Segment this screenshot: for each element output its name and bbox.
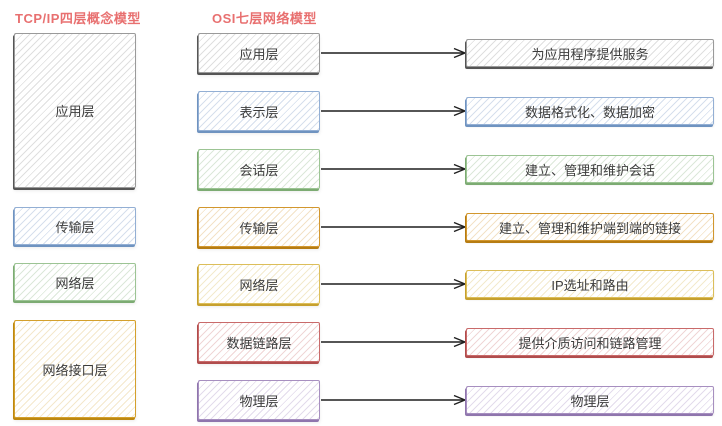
osi-application-desc: 为应用程序提供服务 xyxy=(531,46,649,62)
osi-transport-desc: 建立、管理和维护端到端的链接 xyxy=(498,220,681,236)
osi-physical-label: 物理层 xyxy=(239,393,279,409)
tcpip-application-label: 应用层 xyxy=(55,104,95,119)
osi-presentation-desc: 数据格式化、数据加密 xyxy=(524,104,655,120)
osi-network-box: 网络层 xyxy=(198,264,320,304)
osi-datalink-desc-box: 提供介质访问和链路管理 xyxy=(466,328,714,356)
arrow-session xyxy=(321,163,466,175)
osi-datalink-box: 数据链路层 xyxy=(198,322,320,362)
osi-presentation-label: 表示层 xyxy=(239,104,279,120)
arrow-presentation xyxy=(321,105,466,117)
osi-model-title: OSI七层网络模型 xyxy=(212,11,317,26)
tcpip-application-box: 应用层 xyxy=(14,33,136,188)
tcpip-network-interface-label: 网络接口层 xyxy=(42,362,108,378)
osi-network-label: 网络层 xyxy=(239,277,279,293)
osi-physical-desc-box: 物理层 xyxy=(466,386,714,414)
osi-presentation-desc-box: 数据格式化、数据加密 xyxy=(466,97,714,125)
osi-transport-box: 传输层 xyxy=(198,207,320,247)
tcpip-network-box: 网络层 xyxy=(14,263,136,301)
arrow-application xyxy=(321,47,466,59)
osi-transport-label: 传输层 xyxy=(239,220,279,236)
tcpip-model-title: TCP/IP四层概念模型 xyxy=(15,11,141,26)
osi-session-label: 会话层 xyxy=(239,162,279,178)
arrow-transport xyxy=(321,221,466,233)
osi-application-desc-box: 为应用程序提供服务 xyxy=(466,39,714,67)
tcpip-network-interface-box: 网络接口层 xyxy=(14,320,136,418)
osi-network-desc-box: IP选址和路由 xyxy=(466,270,714,298)
osi-session-desc-box: 建立、管理和维护会话 xyxy=(466,155,714,183)
tcpip-network-label: 网络层 xyxy=(55,275,95,291)
osi-physical-desc: 物理层 xyxy=(570,393,610,409)
osi-network-desc: IP选址和路由 xyxy=(551,277,629,293)
osi-session-box: 会话层 xyxy=(198,149,320,189)
osi-transport-desc-box: 建立、管理和维护端到端的链接 xyxy=(466,213,714,241)
arrow-network xyxy=(321,278,466,290)
arrow-physical xyxy=(321,394,466,406)
osi-session-desc: 建立、管理和维护会话 xyxy=(524,162,655,178)
osi-datalink-desc: 提供介质访问和链路管理 xyxy=(518,335,662,351)
tcpip-transport-box: 传输层 xyxy=(14,207,136,245)
osi-application-box: 应用层 xyxy=(198,33,320,73)
osi-application-label: 应用层 xyxy=(239,46,279,62)
tcpip-transport-label: 传输层 xyxy=(55,219,95,235)
arrow-datalink xyxy=(321,336,466,348)
osi-datalink-label: 数据链路层 xyxy=(226,335,292,351)
osi-physical-box: 物理层 xyxy=(198,380,320,420)
osi-presentation-box: 表示层 xyxy=(198,91,320,131)
